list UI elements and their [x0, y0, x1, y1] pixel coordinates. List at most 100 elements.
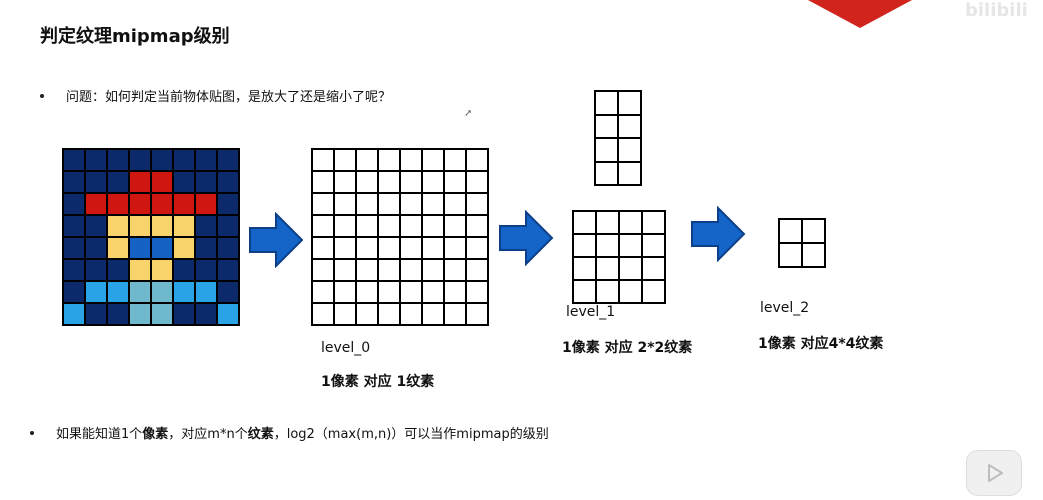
pixel-cell — [86, 216, 106, 236]
texel-cell — [574, 258, 595, 279]
texel-cell — [780, 220, 801, 242]
pixel-cell — [218, 216, 238, 236]
texel-cell — [313, 194, 333, 214]
texel-cell — [313, 238, 333, 258]
texel-cell — [335, 282, 355, 302]
texel-cell — [423, 216, 443, 236]
arrow-right-icon — [249, 212, 304, 268]
texel-cell — [597, 212, 618, 233]
pixel-cell — [108, 304, 128, 324]
texel-cell — [643, 212, 664, 233]
texel-cell — [596, 162, 617, 184]
level2-caption: 1像素 对应4*4纹素 — [758, 336, 884, 352]
pixel-cell — [64, 150, 84, 170]
texel-cell — [643, 258, 664, 279]
pixel-cell — [130, 216, 150, 236]
pixel-cell — [174, 260, 194, 280]
texel-cell — [401, 172, 421, 192]
texel-cell — [423, 150, 443, 170]
texel-cell — [335, 216, 355, 236]
texel-cell — [357, 216, 377, 236]
conclusion-text: 如果能知道1个像素，对应m*n个纹素，log2（max(m,n)）可以当作mip… — [56, 423, 549, 442]
texel-cell — [467, 260, 487, 280]
level1-label: level_1 — [566, 304, 616, 320]
pixel-cell — [152, 304, 172, 324]
texel-cell — [467, 304, 487, 324]
texel-cell — [423, 282, 443, 302]
texel-cell — [401, 260, 421, 280]
texel-cell — [574, 212, 595, 233]
texel-cell — [313, 282, 333, 302]
texel-cell — [357, 194, 377, 214]
pixel-cell — [152, 150, 172, 170]
texel-cell — [597, 235, 618, 256]
pixel-cell — [152, 172, 172, 192]
pixel-cell — [130, 238, 150, 258]
pixel-cell — [130, 282, 150, 302]
texel-cell — [619, 92, 640, 114]
pixel-cell — [108, 216, 128, 236]
texel-cell — [357, 172, 377, 192]
texel-cell — [574, 281, 595, 302]
pixel-cell — [152, 194, 172, 214]
pixel-cell — [218, 304, 238, 324]
texel-cell — [335, 260, 355, 280]
texel-cell — [379, 150, 399, 170]
texel-cell — [467, 194, 487, 214]
pixel-cell — [174, 194, 194, 214]
pixel-cell — [174, 216, 194, 236]
play-button[interactable] — [966, 450, 1022, 496]
pixel-cell — [218, 260, 238, 280]
pixel-cell — [130, 260, 150, 280]
header-red-shape — [808, 0, 912, 28]
texel-cell — [313, 260, 333, 280]
pixel-cell — [196, 172, 216, 192]
pixel-art-texture — [62, 148, 240, 326]
texel-cell — [335, 150, 355, 170]
texel-cell — [619, 162, 640, 184]
level0-caption: 1像素 对应 1纹素 — [321, 374, 435, 390]
texel-cell — [803, 220, 824, 242]
pixel-cell — [196, 216, 216, 236]
level0-texel-grid — [311, 148, 489, 326]
texel-cell — [596, 92, 617, 114]
pixel-cell — [196, 260, 216, 280]
pixel-cell — [152, 260, 172, 280]
mouse-cursor-icon: ➚ — [464, 108, 473, 119]
level1-column-grid — [594, 90, 642, 186]
conclusion-texel: 纹素 — [247, 427, 274, 442]
pixel-cell — [64, 260, 84, 280]
conclusion-mid: ，对应m*n个 — [168, 427, 248, 442]
pixel-cell — [152, 238, 172, 258]
pixel-cell — [174, 304, 194, 324]
texel-cell — [379, 238, 399, 258]
texel-cell — [423, 238, 443, 258]
level1-texel-grid — [572, 210, 666, 304]
pixel-cell — [174, 172, 194, 192]
pixel-cell — [196, 150, 216, 170]
texel-cell — [596, 139, 617, 161]
pixel-cell — [86, 304, 106, 324]
arrow-right-icon — [691, 206, 746, 262]
pixel-cell — [108, 260, 128, 280]
texel-cell — [445, 172, 465, 192]
watermark-logo: bilibili — [965, 0, 1028, 21]
level2-texel-grid — [778, 218, 826, 268]
bullet-dot — [40, 93, 44, 98]
level1-caption: 1像素 对应 2*2纹素 — [562, 340, 693, 356]
pixel-cell — [196, 282, 216, 302]
pixel-cell — [130, 194, 150, 214]
bullet-dot — [30, 430, 34, 435]
pixel-cell — [108, 282, 128, 302]
texel-cell — [379, 172, 399, 192]
texel-cell — [423, 304, 443, 324]
pixel-cell — [152, 216, 172, 236]
conclusion-bullet: 如果能知道1个像素，对应m*n个纹素，log2（max(m,n)）可以当作mip… — [30, 423, 549, 442]
texel-cell — [620, 212, 641, 233]
pixel-cell — [86, 282, 106, 302]
texel-cell — [401, 150, 421, 170]
texel-cell — [379, 282, 399, 302]
pixel-cell — [64, 216, 84, 236]
texel-cell — [467, 282, 487, 302]
level0-label: level_0 — [321, 340, 371, 356]
